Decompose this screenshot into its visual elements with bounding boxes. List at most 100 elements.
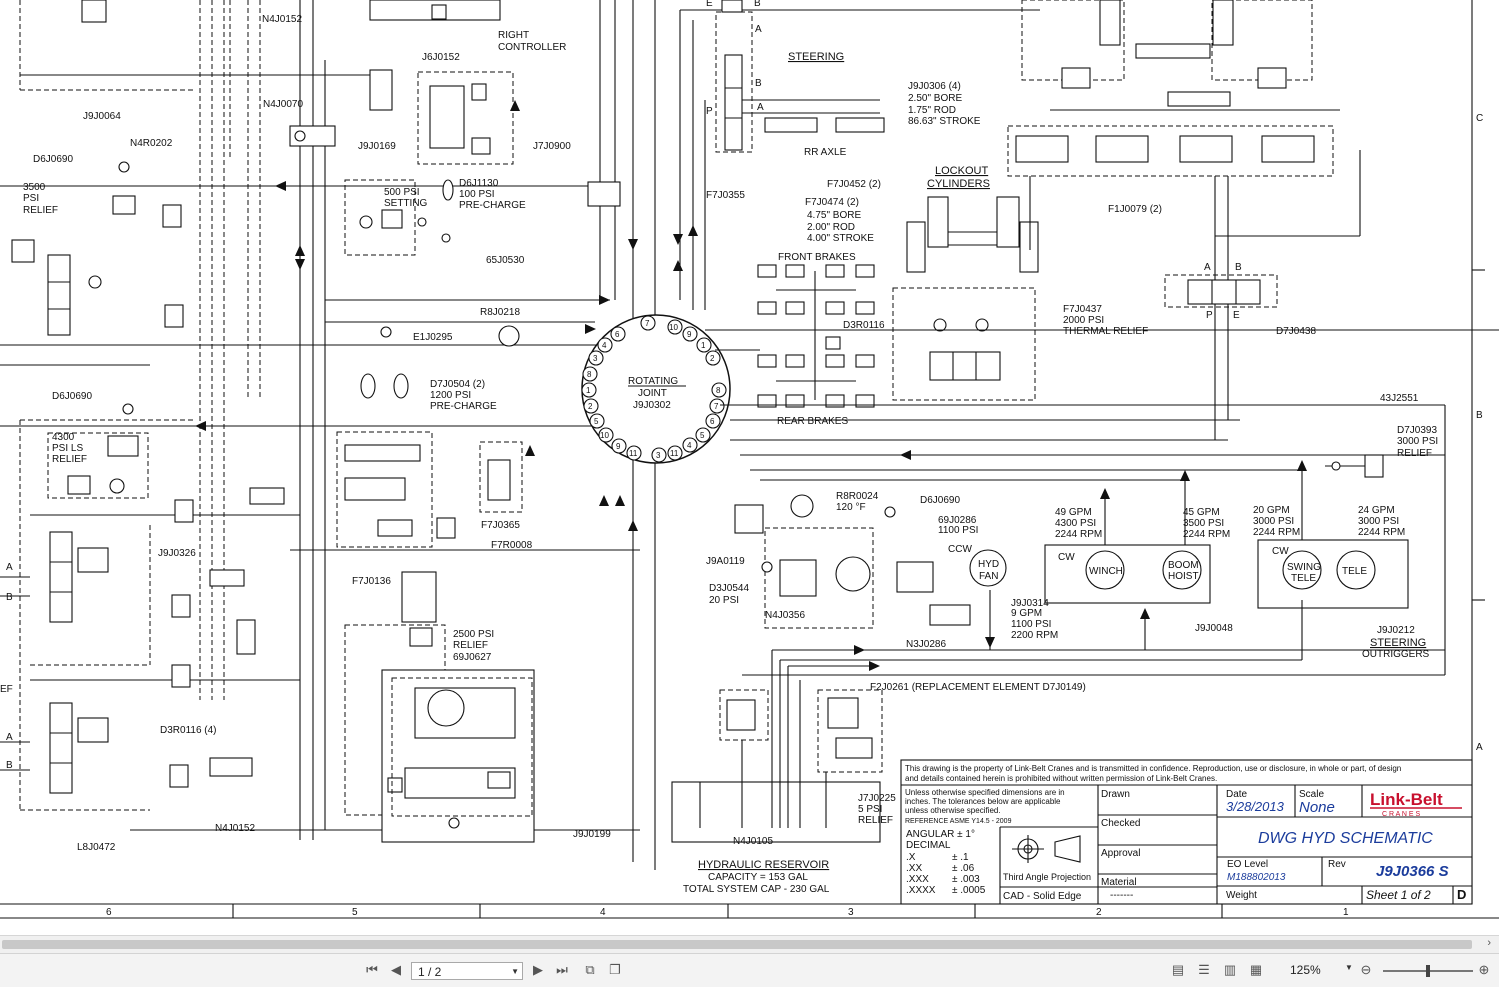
zone-label-c: C <box>1476 113 1483 124</box>
label-cw-swing: CW <box>1272 546 1289 557</box>
label-capacity: CAPACITY = 153 GAL <box>708 872 808 883</box>
label-n4r0202: N4R0202 <box>130 138 173 149</box>
joint-port: 1 <box>701 341 706 350</box>
joint-port: 6 <box>615 330 620 339</box>
zoom-in-icon[interactable]: ⊕ <box>1478 962 1490 977</box>
zoom-slider-knob[interactable] <box>1426 965 1430 977</box>
label-d6j0690-right: D6J0690 <box>920 495 960 506</box>
tolerance-text-1: Unless otherwise specified dimensions ar… <box>905 788 1065 797</box>
zoom-slider[interactable] <box>1383 965 1473 977</box>
sheet-size: D <box>1457 887 1466 902</box>
label-swing-tele-2: TELE <box>1291 573 1316 584</box>
weight-label: Weight <box>1226 890 1257 901</box>
label-psi-setting-2: SETTING <box>384 198 428 209</box>
tol-row-2-val: ± .06 <box>952 863 975 874</box>
tol-row-4-val: ± .0005 <box>952 885 986 896</box>
page-number-value: 1 / 2 <box>418 965 442 979</box>
tol-row-4-key: .XXXX <box>906 885 936 896</box>
label-right-controller-2: CONTROLLER <box>498 42 566 53</box>
label-port-a-steer: A <box>757 102 764 113</box>
label-tele-spec-1: 24 GPM <box>1358 505 1395 516</box>
label-total-system-cap: TOTAL SYSTEM CAP - 230 GAL <box>683 884 830 895</box>
copy-icon[interactable]: ⧉ <box>585 962 595 977</box>
continuous-icon[interactable]: ☰ <box>1198 962 1210 977</box>
label-f7j0437-1: F7J0437 <box>1063 304 1102 315</box>
title-block-notice-1: This drawing is the property of Link-Bel… <box>905 764 1401 773</box>
label-d7-b: B <box>1235 262 1242 273</box>
title-block-notice-2: and details contained herein is prohibit… <box>905 774 1217 783</box>
joint-port: 4 <box>687 441 692 450</box>
label-relief-4300-3: RELIEF <box>52 454 87 465</box>
drawn-label: Drawn <box>1101 789 1130 800</box>
label-j9j0064: J9J0064 <box>83 111 121 122</box>
joint-port: 2 <box>710 354 715 363</box>
label-port-e-top: E <box>706 0 713 9</box>
label-hyd-fan-1: HYD <box>978 559 999 570</box>
zone-label-6: 6 <box>106 907 112 918</box>
last-page-icon[interactable]: ⏭ <box>556 962 568 977</box>
label-n4j0152-top: N4J0152 <box>262 14 302 25</box>
joint-port: 10 <box>600 431 609 440</box>
rev-label: Rev <box>1328 859 1346 870</box>
label-winch: WINCH <box>1089 566 1123 577</box>
label-tele: TELE <box>1342 566 1367 577</box>
joint-port: 10 <box>669 323 678 332</box>
label-steering: STEERING <box>788 51 844 63</box>
label-front-brakes: FRONT BRAKES <box>778 252 856 263</box>
label-d7j0393-1: D7J0393 <box>1397 425 1437 436</box>
next-page-icon[interactable]: ▶ <box>533 962 543 977</box>
label-relief-2500-2: RELIEF <box>453 640 488 651</box>
label-port-b2: B <box>6 760 13 771</box>
label-right-controller-1: RIGHT <box>498 30 529 41</box>
two-page-icon[interactable]: ▥ <box>1223 962 1237 977</box>
label-boom-hoist-2: HOIST <box>1168 571 1199 582</box>
zoom-dropdown-icon[interactable]: ▼ <box>1345 963 1353 972</box>
label-j9j0314-1: J9J0314 <box>1011 598 1049 609</box>
label-j9j0048: J9J0048 <box>1195 623 1233 634</box>
label-winch-spec-1: 49 GPM <box>1055 507 1092 518</box>
label-f7j0474-4: 4.00" STROKE <box>807 233 874 244</box>
label-rear-brakes: REAR BRAKES <box>777 416 848 427</box>
label-j9j0326: J9J0326 <box>158 548 196 559</box>
label-d6j1130-3: PRE-CHARGE <box>459 200 526 211</box>
label-d6j0690-top: D6J0690 <box>33 154 73 165</box>
label-69j0286-1: 69J0286 <box>938 515 977 526</box>
joint-port: 7 <box>645 319 650 328</box>
cad-label: CAD - Solid Edge <box>1003 891 1082 902</box>
label-f7j0474-2: 4.75" BORE <box>807 210 861 221</box>
scrollbar-thumb[interactable] <box>2 940 1472 949</box>
label-d7-p: P <box>1206 310 1213 321</box>
horizontal-scrollbar[interactable]: › <box>0 935 1499 954</box>
zoom-out-icon[interactable]: ⊖ <box>1360 962 1372 977</box>
single-page-icon[interactable]: ▤ <box>1171 962 1185 977</box>
scroll-right-icon[interactable]: › <box>1487 937 1491 949</box>
label-relief-4300-2: PSI LS <box>52 443 83 454</box>
scale-value: None <box>1299 799 1335 816</box>
joint-port: 11 <box>670 449 679 458</box>
checked-label: Checked <box>1101 818 1140 829</box>
prev-page-icon[interactable]: ◀ <box>391 962 401 977</box>
zone-label-1: 1 <box>1343 907 1349 918</box>
label-relief-3500-2: PSI <box>23 193 39 204</box>
label-j9j0306-4: 86.63" STROKE <box>908 116 981 127</box>
link-belt-logo: Link-Belt C R A N E S <box>1370 790 1462 818</box>
label-j9j0306-3: 1.75" ROD <box>908 105 956 116</box>
two-page-continuous-icon[interactable]: ▦ <box>1249 962 1263 977</box>
first-page-icon[interactable]: ⏮ <box>366 962 378 977</box>
schematic-labels: N4J0152 RIGHT CONTROLLER J6J0152 J9J0064… <box>0 14 611 853</box>
label-d3j0544-2: 20 PSI <box>709 595 739 606</box>
label-r8r0024-2: 120 °F <box>836 502 866 513</box>
page-number-input[interactable]: 1 / 2 ▼ <box>411 962 523 980</box>
label-f7r0008: F7R0008 <box>491 540 533 551</box>
label-f7j0452: F7J0452 (2) <box>827 179 881 190</box>
tolerance-text-4: REFERENCE ASME Y14.5 - 2009 <box>905 818 1012 825</box>
label-f7j0136: F7J0136 <box>352 576 391 587</box>
steer-cylinder-right <box>835 117 885 133</box>
label-j9j0314-4: 2200 RPM <box>1011 630 1058 641</box>
paste-icon[interactable]: ❐ <box>609 962 621 977</box>
zoom-level[interactable]: 125% <box>1290 963 1321 977</box>
label-j6j0152: J6J0152 <box>422 52 460 63</box>
label-port-b-steer: B <box>755 78 762 89</box>
chevron-down-icon[interactable]: ▼ <box>511 967 519 976</box>
label-j9j0314-3: 1100 PSI <box>1011 619 1051 630</box>
